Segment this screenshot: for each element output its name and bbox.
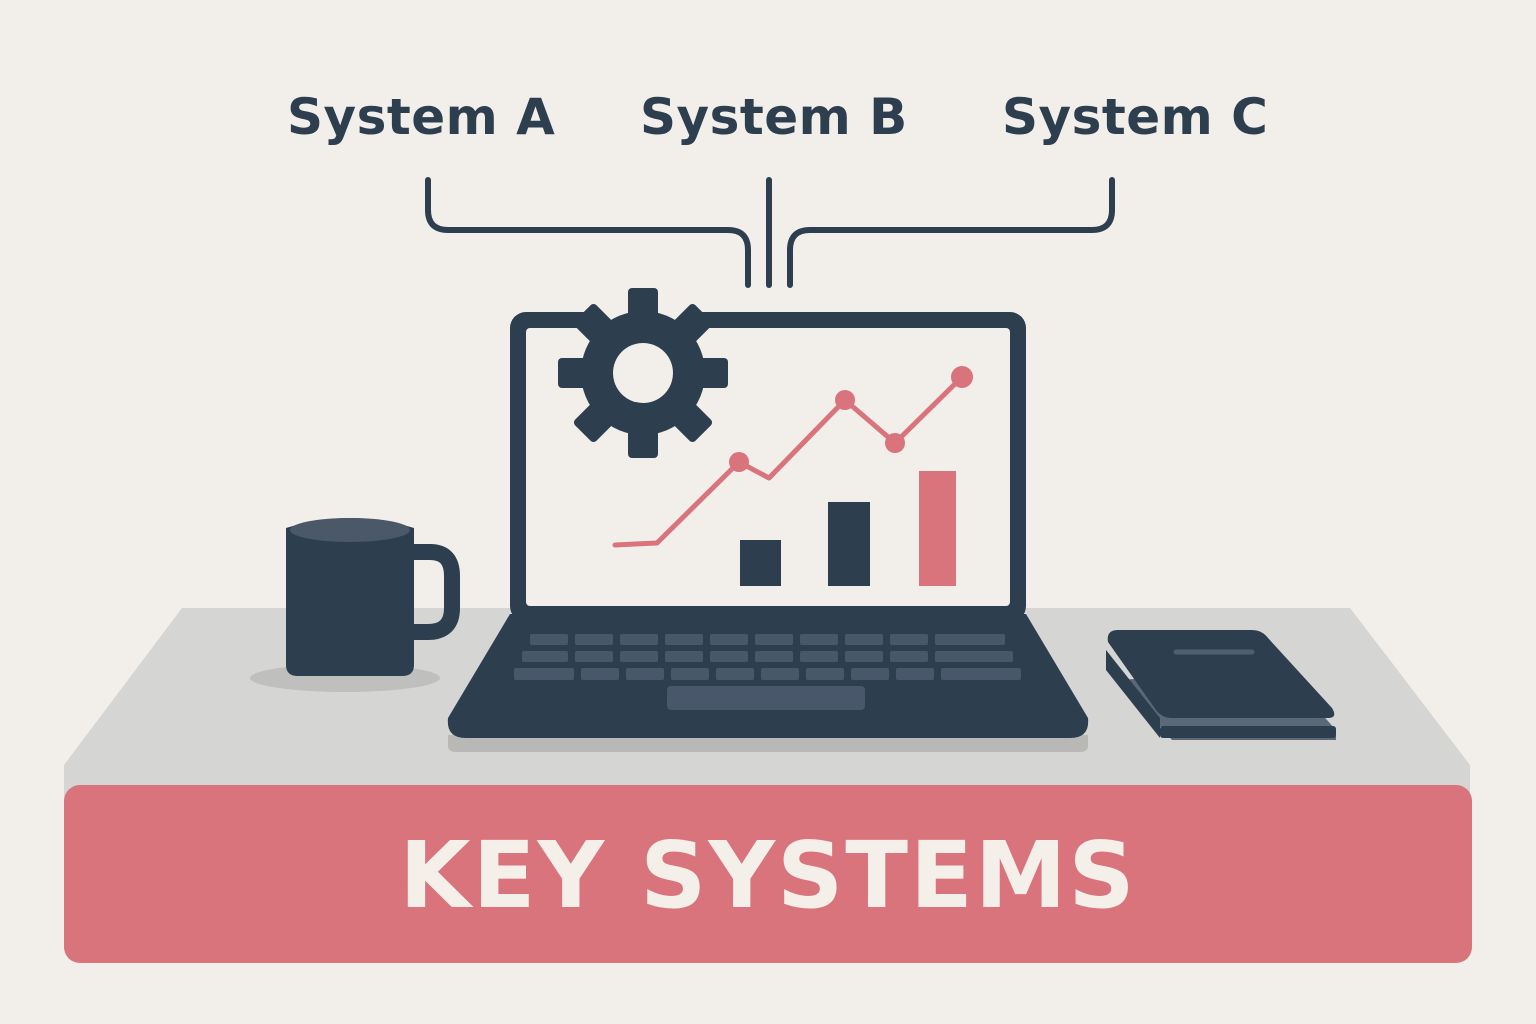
bar-tall — [919, 471, 956, 586]
system-c-label: System C — [1002, 88, 1269, 146]
banner-title: KEY SYSTEMS — [399, 822, 1137, 929]
bar-small — [740, 540, 781, 586]
mug-handle — [410, 544, 460, 640]
laptop-base-shadow — [448, 735, 1088, 752]
trend-point — [951, 366, 973, 388]
trackpad — [667, 686, 865, 710]
trend-point — [885, 433, 905, 453]
connector-system-c — [787, 177, 1115, 288]
coffee-mug-icon — [250, 518, 460, 692]
system-a-label: System A — [287, 88, 556, 146]
system-b-label: System B — [640, 88, 908, 146]
gear-hole — [613, 343, 673, 403]
gear-icon — [558, 288, 728, 458]
mug-body — [286, 518, 414, 676]
desk-front-banner — [64, 785, 1472, 963]
bar-chart-icon — [740, 471, 956, 586]
mug-rim — [290, 518, 410, 542]
notebook-icon — [1106, 630, 1336, 740]
bar-medium — [828, 502, 870, 586]
laptop-icon — [447, 288, 1089, 752]
notebook-spine — [1106, 650, 1160, 738]
connector-system-a — [425, 177, 751, 288]
connector-lines — [425, 177, 1115, 288]
trend-point — [835, 390, 855, 410]
notebook-bottom-edge — [1160, 726, 1336, 738]
keyboard — [514, 634, 1021, 710]
notebook-cover — [1107, 630, 1335, 718]
trend-point — [729, 452, 749, 472]
line-chart-icon — [612, 366, 973, 548]
